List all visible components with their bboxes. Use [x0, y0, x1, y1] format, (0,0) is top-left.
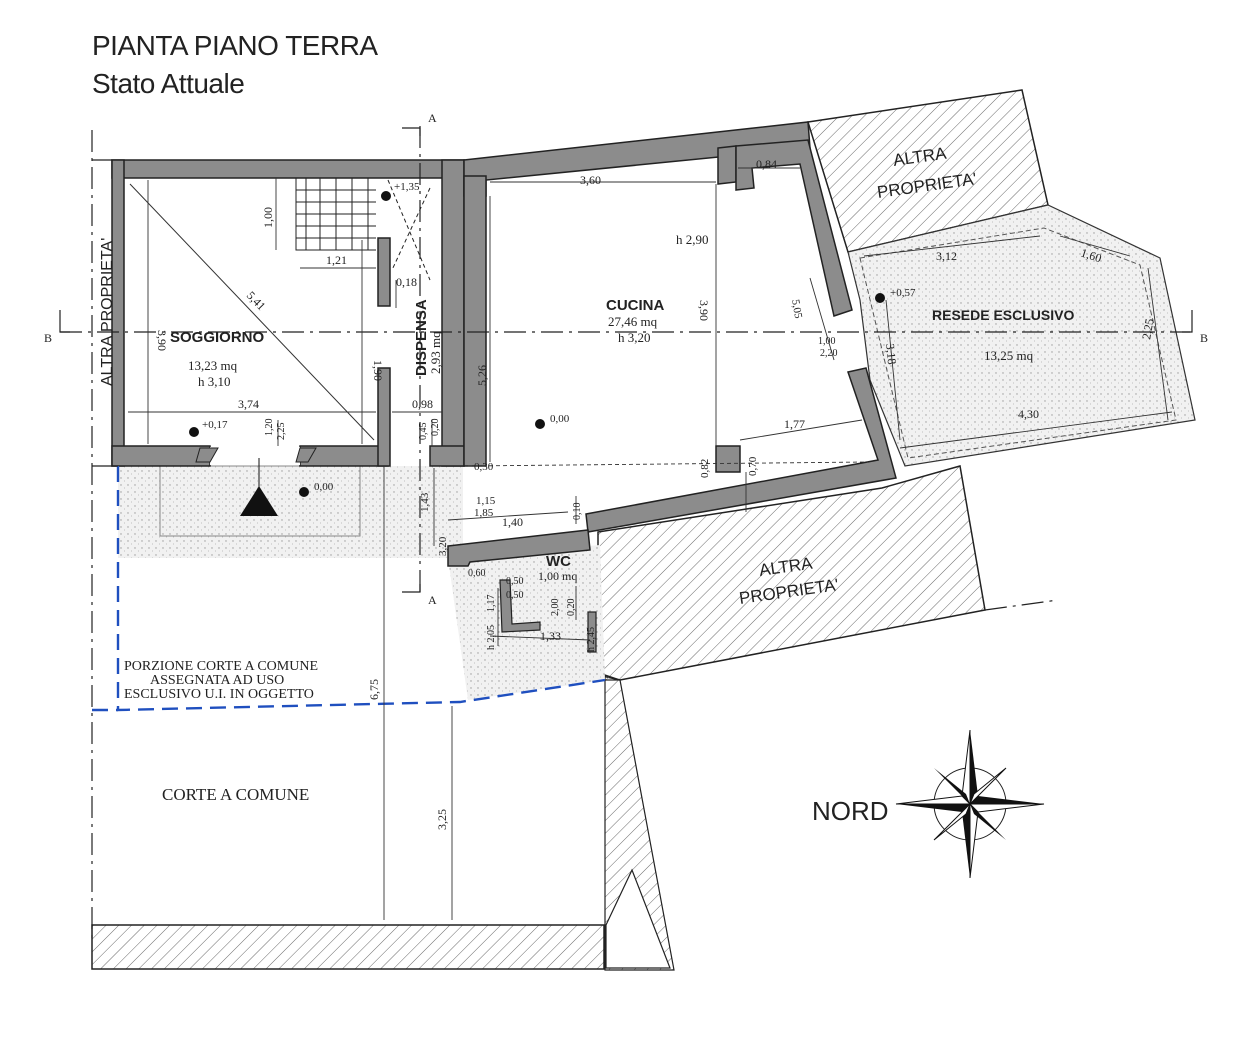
- entrance-arrow: [240, 486, 278, 516]
- porzione-line-2: ASSEGNATA AD USO: [150, 673, 284, 688]
- dim-0-45: 0,45: [418, 423, 429, 441]
- altra-proprieta-left: ALTRA PROPRIETA': [99, 238, 116, 386]
- level-4: 0,00: [314, 481, 334, 493]
- dim-3-20: 3,20: [437, 536, 449, 556]
- dim-1-17: 1,17: [486, 595, 497, 613]
- dim-3-18: 3,18: [883, 343, 899, 365]
- dim-2-00: 2,00: [550, 599, 561, 617]
- dim-0-82: 0,82: [699, 459, 711, 478]
- dim-3-12: 3,12: [936, 249, 957, 263]
- entrance-inner-outline: [159, 465, 361, 537]
- cucina-area: 27,46 mq: [608, 314, 658, 329]
- dim-0-50-a: 0,50: [506, 576, 524, 587]
- section-a-bottom-label: A: [428, 593, 437, 607]
- section-mark-b-right: [1182, 310, 1193, 333]
- dim-3-60: 3,60: [580, 173, 601, 187]
- porzione-line-3: ESCLUSIVO U.I. IN OGGETTO: [124, 687, 314, 702]
- dim-0-50-b: 0,50: [506, 590, 524, 601]
- soggiorno-area: 13,23 mq: [188, 358, 238, 373]
- walls-soggiorno: [111, 159, 465, 467]
- cucina-name: CUCINA: [606, 297, 664, 314]
- dispensa-name: DISPENSA: [413, 299, 430, 376]
- dim-6-75: 6,75: [367, 679, 381, 700]
- door-step-right: [295, 447, 317, 463]
- level-3: 0,00: [550, 413, 570, 425]
- dim-0-18: 0,18: [396, 275, 417, 289]
- dim-1-43: 1,43: [419, 492, 431, 512]
- dim-0-84: 0,84: [756, 157, 777, 171]
- cucina-height: h 3,20: [618, 330, 651, 345]
- walls-cucina: [447, 121, 897, 567]
- dim-5-05: 5,05: [789, 298, 804, 320]
- section-mark-b-left: [59, 310, 70, 333]
- wc-area: 1,00 mq: [538, 569, 577, 583]
- dim-2-20: 2,20: [820, 348, 838, 359]
- dim-3-74: 3,74: [238, 397, 259, 411]
- bottom-right-triangle: [605, 868, 671, 969]
- walls-wc: [499, 579, 597, 653]
- corte-label: CORTE A COMUNE: [162, 785, 309, 804]
- dispensa-area: 2,93 mq: [428, 331, 443, 374]
- dim-0-70: 0,70: [747, 456, 759, 476]
- section-b-right-label: B: [1200, 331, 1208, 345]
- wc-name: WC: [546, 553, 571, 570]
- dim-3-90-a: 3,90: [155, 330, 169, 351]
- nord-label: NORD: [812, 796, 889, 826]
- dim-3-25: 3,25: [435, 809, 449, 830]
- dim-5-26: 5,26: [475, 365, 489, 386]
- dim-2-25-a: 2,25: [276, 423, 287, 441]
- soggiorno-door: [210, 447, 300, 465]
- section-mark-a-top: [402, 127, 421, 136]
- resede-esclusivo-area: [847, 204, 1196, 467]
- dim-1-40: 1,40: [502, 515, 523, 529]
- dim-4-30: 4,30: [1018, 407, 1039, 421]
- section-mark-a-bottom: [402, 584, 421, 593]
- dim-h-2-05: h 2,05: [486, 625, 497, 650]
- dim-1-90: 1,90: [371, 360, 385, 381]
- dim-h-2-45: h 2,45: [586, 627, 597, 652]
- property-line-right-resede: [984, 599, 1059, 611]
- page-title: PIANTA PIANO TERRA: [92, 30, 378, 61]
- dim-2-25-b: 2,25: [1139, 317, 1156, 340]
- bottom-wall-strip: [91, 924, 605, 970]
- dim-1-60: 1,60: [1079, 246, 1103, 266]
- page-subtitle: Stato Attuale: [92, 68, 245, 99]
- dim-0-98: 0,98: [412, 397, 433, 411]
- exclusive-use-boundary: [116, 466, 606, 712]
- soggiorno-name: SOGGIORNO: [170, 329, 265, 346]
- level-5: +0,57: [890, 287, 916, 299]
- dim-1-77: 1,77: [784, 417, 805, 431]
- dim-0-30: 0,30: [474, 461, 494, 473]
- dimension-lines: [128, 167, 1173, 920]
- dim-5-41: 5,41: [244, 288, 269, 313]
- dim-0-20-a: 0,20: [430, 419, 441, 437]
- dim-1-33: 1,33: [540, 629, 561, 643]
- door-step-left: [195, 447, 219, 463]
- dim-0-10: 0,10: [572, 503, 583, 521]
- level-markers: [189, 191, 885, 497]
- dim-0-60: 0,60: [468, 568, 486, 579]
- dim-1-00-b: 1,00: [818, 336, 836, 347]
- dim-0-20-b: 0,20: [566, 599, 577, 617]
- soggiorno-height: h 3,10: [198, 374, 231, 389]
- dim-3-90-b: 3,90: [697, 300, 711, 321]
- staircase: [295, 178, 431, 281]
- level-2: +0,17: [202, 419, 228, 431]
- level-1: +1,35: [394, 181, 420, 193]
- resede-area: 13,25 mq: [984, 348, 1034, 363]
- dim-1-15: 1,15: [476, 495, 496, 507]
- dim-1-20: 1,20: [264, 419, 275, 437]
- soggiorno-diagonal: [129, 183, 375, 441]
- section-a-top-label: A: [428, 111, 437, 125]
- resede-name: RESEDE ESCLUSIVO: [932, 307, 1074, 323]
- porzione-line-1: PORZIONE CORTE A COMUNE: [124, 659, 318, 674]
- cucina-height-2: h 2,90: [676, 232, 709, 247]
- dim-1-85: 1,85: [474, 507, 494, 519]
- dim-1-00: 1,00: [261, 207, 275, 228]
- courtyard-dotted-area: [118, 466, 463, 558]
- section-b-left-label: B: [44, 331, 52, 345]
- compass-rose-icon: [895, 729, 1045, 879]
- dim-1-21: 1,21: [326, 253, 347, 267]
